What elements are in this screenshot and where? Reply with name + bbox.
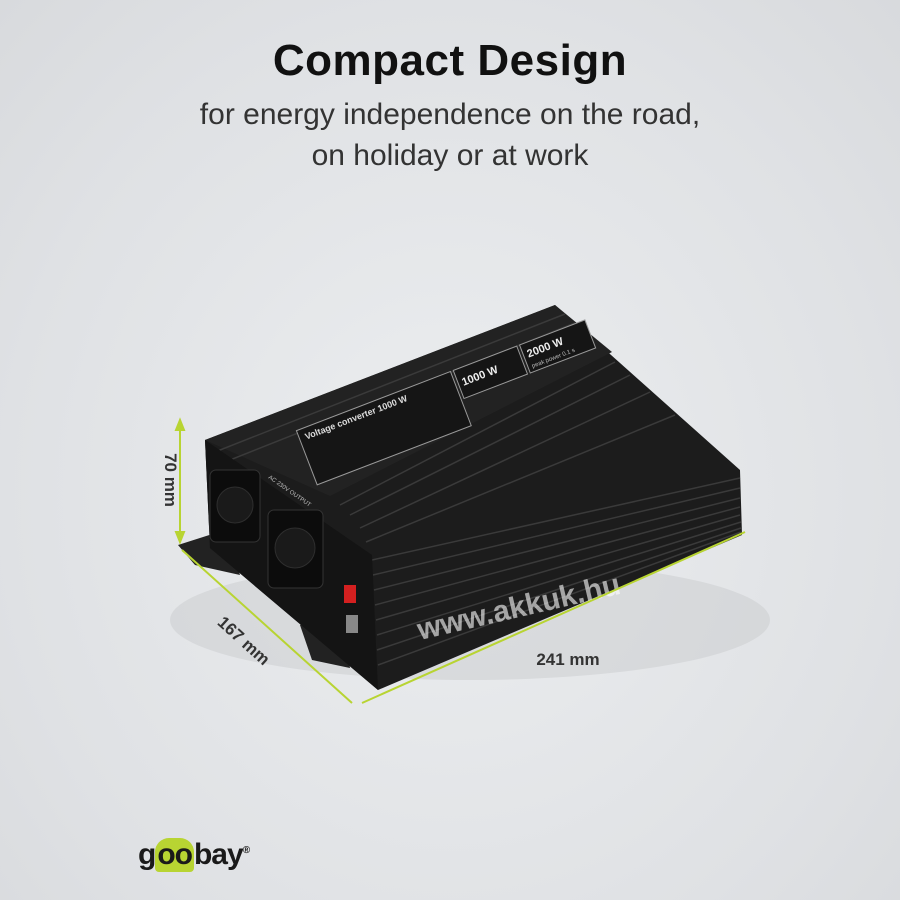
dimension-length: 241 mm xyxy=(536,650,599,669)
subtitle-line-1: for energy independence on the road, xyxy=(199,98,701,131)
page-title: Compact Design xyxy=(272,36,628,85)
logo-part: bay xyxy=(193,838,244,871)
logo-part: oo xyxy=(155,838,194,872)
goobay-logo: goobay® xyxy=(138,838,250,872)
dimension-height: 70 mm xyxy=(161,453,180,507)
registered-mark: ® xyxy=(242,845,250,856)
socket-2 xyxy=(267,509,324,589)
socket-1 xyxy=(209,469,261,543)
dimension-lines xyxy=(174,417,746,704)
product-label: Voltage converter 1000 W 1000 W 2000 W p… xyxy=(295,319,597,486)
subtitle: for energy independence on the road, on … xyxy=(0,94,900,176)
power-switch xyxy=(344,585,356,603)
subtitle-line-2: on holiday or at work xyxy=(311,139,589,172)
logo-part: g xyxy=(138,838,156,871)
usb-port xyxy=(346,615,358,633)
